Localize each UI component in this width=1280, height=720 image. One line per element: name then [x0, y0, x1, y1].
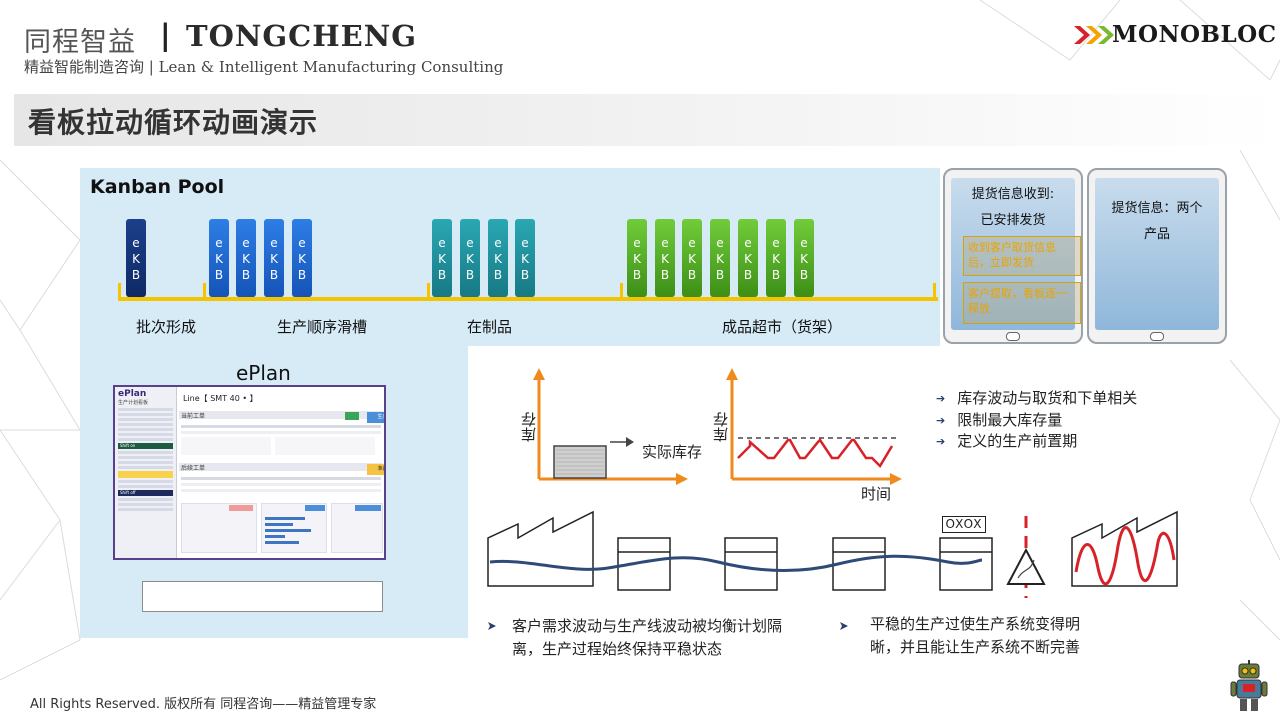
brand-separator: | [160, 18, 171, 52]
zone-label-wip: 在制品 [467, 318, 513, 336]
tablet-message-line1: 提货信息收到: [971, 187, 1055, 202]
eplan-sidebar: ePlan 生产计划看板 Shift on Shift off [115, 387, 177, 558]
paragraph-right: 平稳的生产过使生产系统变得明 晰，并且能让生产系统不断完善 [870, 615, 1081, 656]
brand-name-cn: 同程智益 [24, 27, 136, 58]
footer-copyright: All Rights Reserved. 版权所有 同程咨询——精益管理专家 [30, 697, 377, 712]
rail-tick [620, 283, 623, 299]
page-title: 看板拉动循环动画演示 [28, 106, 319, 139]
eplan-shift-on: Shift on [118, 443, 173, 449]
eplan-title: ePlan [236, 361, 291, 385]
tablet-right: 提货信息：两个 产品 [1087, 168, 1227, 344]
zone-label-supermarket: 成品超市（货架） [722, 318, 843, 336]
monobloc-logo: MONOBLOC [1112, 21, 1277, 48]
brand-name-en: TONGCHENG [186, 19, 417, 53]
rail-tick [118, 283, 121, 299]
tablet-screen: 提货信息：两个 产品 [1095, 178, 1219, 330]
eplan-status-ready: 准备中 [367, 464, 384, 475]
tablet-home-button[interactable] [1150, 332, 1164, 341]
warning-sign-icon [1006, 547, 1046, 585]
tablet-notice-release: 客户提取，看板逐一释放 [963, 282, 1081, 324]
eplan-status-running: 生产中 [367, 412, 384, 423]
eplan-screenshot[interactable]: ePlan 生产计划看板 Shift on Shift off Line【 SM… [113, 385, 386, 560]
bullet-item: ➔限制最大库存量 [936, 411, 1063, 429]
inventory-sawtooth [737, 438, 894, 469]
factory-right-icon [1071, 510, 1178, 587]
bullet-item: ➔定义的生产前置期 [936, 432, 1078, 450]
factory-left-icon [487, 510, 594, 587]
smooth-flow-wave [489, 554, 983, 573]
kanban-pool-title: Kanban Pool [90, 176, 225, 198]
eplan-current-job: 当前工单 [181, 413, 206, 420]
tablet-message-line2: 已安排发货 [980, 213, 1046, 228]
rail-tick [203, 283, 206, 299]
time-axis-label: 时间 [861, 485, 892, 503]
bullet-item: ➔库存波动与取货和下单相关 [936, 389, 1138, 407]
chart-1-ylabel: 库存 [520, 412, 538, 442]
title-bar [14, 94, 1280, 146]
chart-2-ylabel: 库存 [712, 412, 730, 442]
brand-subtitle: 精益智能制造咨询 | Lean & Intelligent Manufactur… [24, 58, 504, 76]
tablet-notice-ship: 收到客户取货信息后，立即发货 [963, 236, 1081, 276]
chart-1-axes [537, 376, 680, 481]
buffer-box [939, 537, 993, 591]
actual-inventory-label: 实际库存 [642, 443, 703, 461]
robot-mascot-icon [1230, 660, 1268, 711]
rail-tick [933, 283, 936, 299]
tablet-screen: 提货信息收到: 已安排发货 收到客户取货信息后，立即发货 客户提取，看板逐一释放 [951, 178, 1081, 330]
tablet-left: 提货信息收到: 已安排发货 收到客户取货信息后，立即发货 客户提取，看板逐一释放 [943, 168, 1083, 344]
eplan-app-sub: 生产计划看板 [118, 400, 149, 406]
tablet-message-line2: 产品 [1143, 227, 1170, 242]
tablet-home-button[interactable] [1006, 332, 1020, 341]
chart-2-axes [730, 376, 894, 481]
zone-label-sequence-chute: 生产顺序滑槽 [277, 318, 368, 336]
kanban-rail [118, 297, 938, 301]
tablet-message-line1: 提货信息：两个 [1111, 201, 1203, 216]
rail-tick [427, 283, 430, 299]
oxox-label: OXOX [942, 516, 986, 533]
eplan-next-job: 后续工单 [181, 465, 206, 472]
empty-input-box[interactable] [142, 581, 383, 612]
paragraph-left: 客户需求波动与生产线波动被均衡计划隔 离，生产过程始终保持平稳状态 [512, 617, 783, 658]
buffer-box [617, 537, 671, 591]
eplan-shift-off: Shift off [118, 490, 173, 496]
zone-label-batch: 批次形成 [136, 318, 197, 336]
inventory-diagram [487, 368, 1178, 630]
volatile-demand-wave [1074, 526, 1176, 586]
eplan-app-name: ePlan [118, 389, 147, 399]
monobloc-arrows-icon [1074, 26, 1114, 44]
eplan-line-label: Line【 SMT 40 • 】 [183, 394, 258, 403]
